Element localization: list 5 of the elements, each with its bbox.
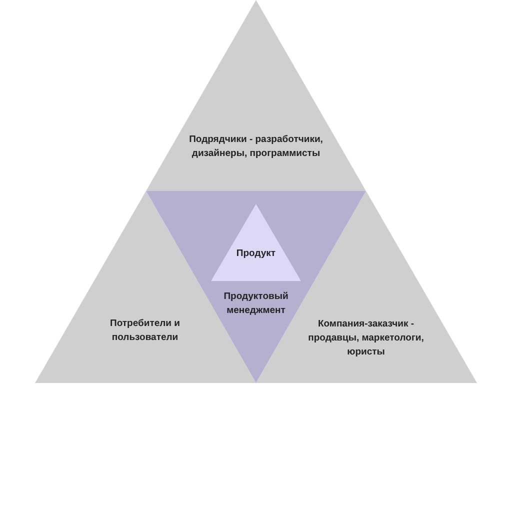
segment-label: Продуктовый менеджмент <box>222 290 290 318</box>
segment-label: Подрядчики - разработчики, дизайнеры, программисты <box>188 133 324 161</box>
segment-label: Продукт <box>235 247 277 261</box>
segment-label: Потребители и пользователи <box>108 317 181 345</box>
segment-label: Компания-заказчик - продавцы, маркетологи, юристы <box>307 317 425 359</box>
